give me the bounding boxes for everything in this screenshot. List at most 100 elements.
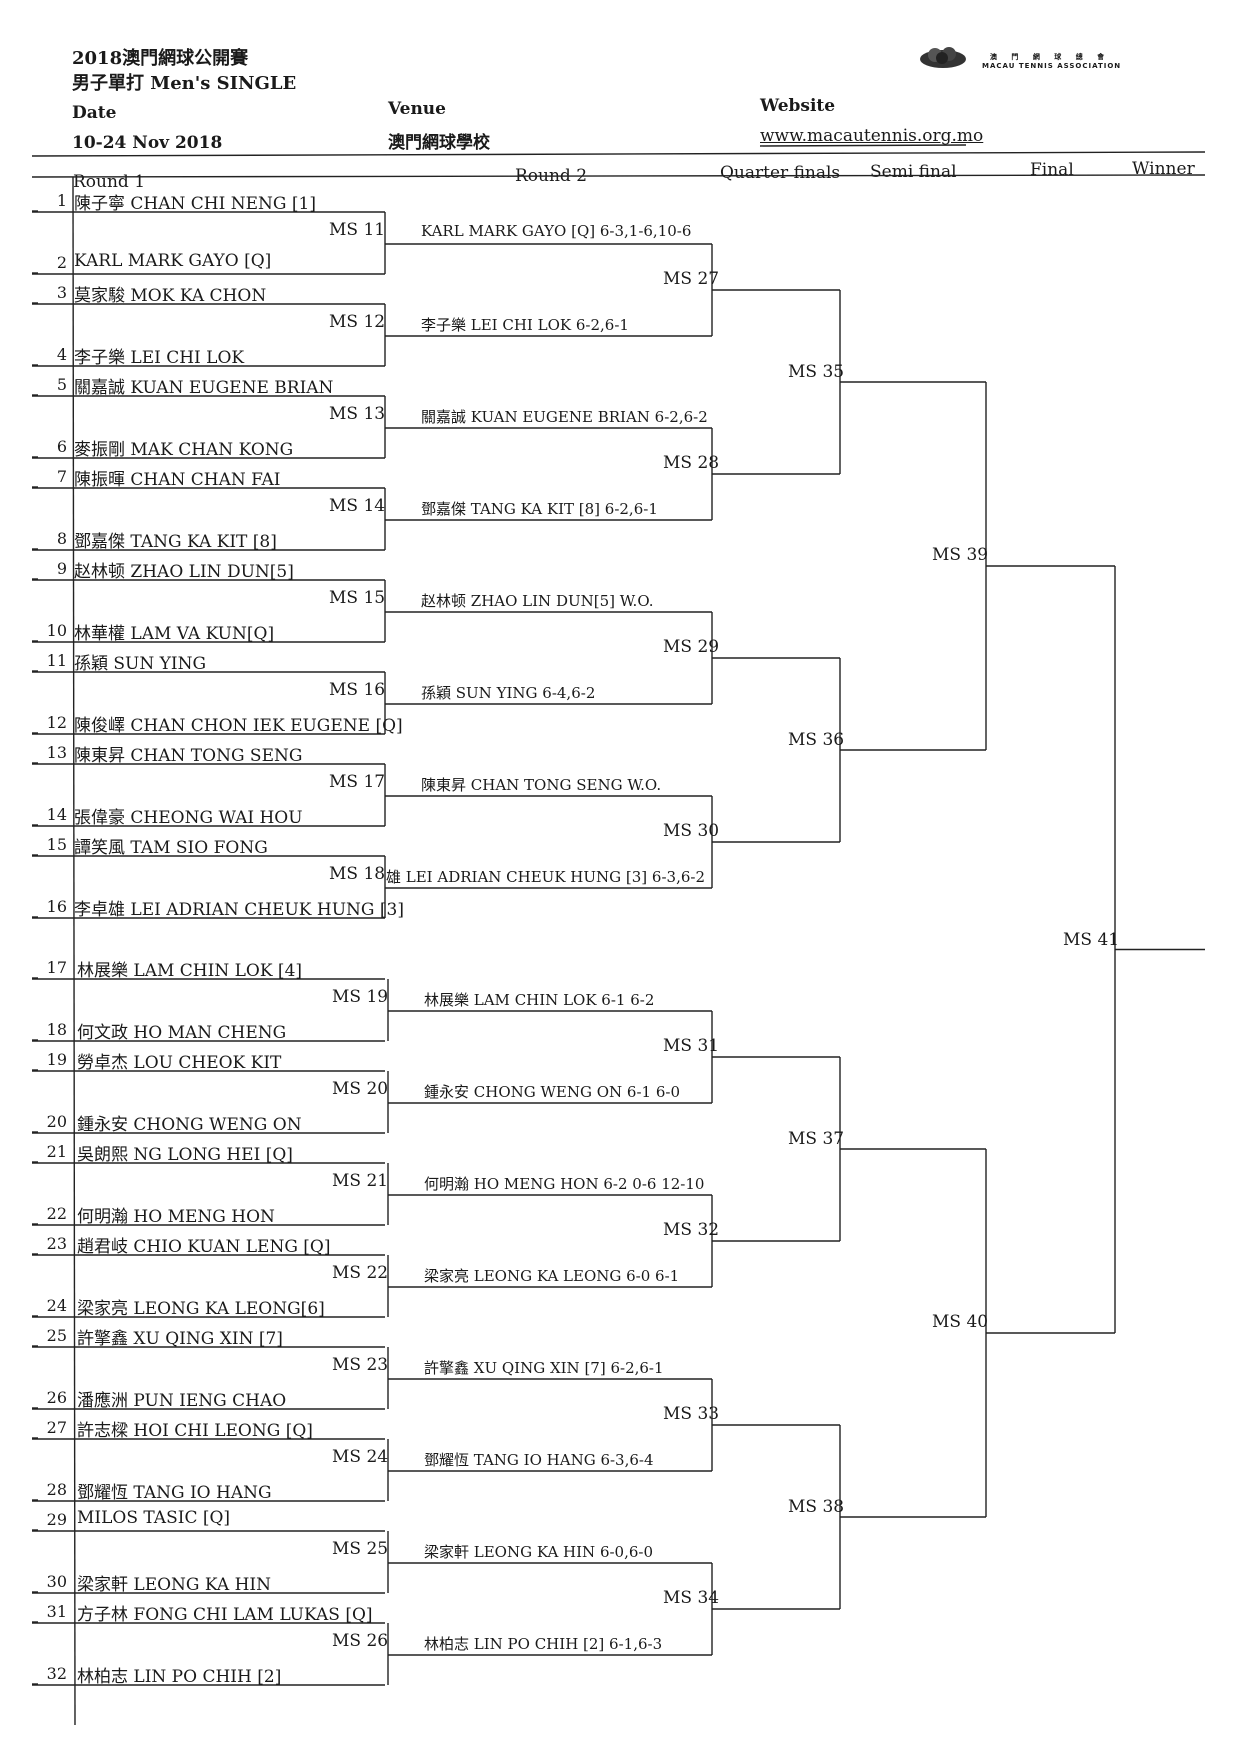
header-divider — [31, 151, 1206, 157]
player-name: 李子樂 LEI CHI LOK — [74, 348, 245, 368]
player-name: 莫家駿 MOK KA CHON — [74, 286, 267, 306]
quarter-match-id: MS 38 — [788, 1497, 845, 1517]
player-number: 29 — [46, 1510, 67, 1529]
quarter-match-id: MS 35 — [788, 362, 845, 382]
round1-match-id: MS 14 — [329, 496, 386, 516]
round2-match-id: MS 27 — [663, 269, 720, 289]
round1-match-id: MS 25 — [332, 1539, 389, 1559]
player-number: 28 — [46, 1480, 67, 1499]
player-name: 許志樑 HOI CHI LEONG [Q] — [77, 1421, 313, 1441]
player-name: 何文政 HO MAN CHENG — [77, 1023, 287, 1043]
player-name: 林柏志 LIN PO CHIH [2] — [77, 1667, 282, 1687]
round1-winner: 鄧嘉傑 TANG KA KIT [8] 6-2,6-1 — [421, 500, 658, 518]
player-number: 5 — [56, 375, 67, 394]
round1-match-id: MS 16 — [329, 680, 386, 700]
logo-chinese-text: 澳 門 網 球 總 會 — [990, 53, 1111, 61]
event-title: 男子單打 Men's SINGLE — [72, 73, 297, 94]
website-underline — [759, 144, 967, 147]
player-number: 19 — [46, 1050, 67, 1069]
player-name: 孫穎 SUN YING — [74, 654, 207, 674]
round1-winner: 雄 LEI ADRIAN CHEUK HUNG [3] 6-3,6-2 — [386, 868, 705, 886]
player-name: 吳朗熙 NG LONG HEI [Q] — [77, 1145, 293, 1165]
round1-match-id: MS 26 — [332, 1631, 389, 1651]
round1-match-id: MS 20 — [332, 1079, 389, 1099]
player-number: 12 — [46, 713, 67, 732]
quarter-match-id: MS 37 — [788, 1129, 845, 1149]
left-margin-line — [72, 176, 76, 1726]
round1-winner: 陳東昇 CHAN TONG SENG W.O. — [421, 776, 662, 794]
round1-winner: 許擎鑫 XU QING XIN [7] 6-2,6-1 — [424, 1359, 664, 1377]
round1-winner: 何明瀚 HO MENG HON 6-2 0-6 12-10 — [424, 1175, 705, 1193]
player-number: 16 — [46, 897, 67, 916]
player-name: 麥振剛 MAK CHAN KONG — [74, 440, 294, 460]
round1-winner: 鍾永安 CHONG WENG ON 6-1 6-0 — [424, 1083, 681, 1101]
player-number: 18 — [46, 1020, 67, 1039]
player-number: 25 — [46, 1326, 67, 1345]
player-number: 13 — [46, 743, 67, 762]
player-number: 7 — [56, 467, 67, 486]
player-number: 17 — [46, 958, 67, 977]
player-number: 32 — [46, 1664, 67, 1683]
round1-match-id: MS 19 — [332, 987, 389, 1007]
player-number: 21 — [46, 1142, 67, 1161]
round1-winner: 李子樂 LEI CHI LOK 6-2,6-1 — [421, 316, 629, 334]
round1-match-id: MS 17 — [329, 772, 386, 792]
round2-match-id: MS 28 — [663, 453, 720, 473]
player-number: 4 — [56, 345, 67, 364]
player-name: 勞卓杰 LOU CHEOK KIT — [77, 1053, 282, 1073]
player-name: 梁家軒 LEONG KA HIN — [77, 1575, 272, 1595]
round1-winner: 林柏志 LIN PO CHIH [2] 6-1,6-3 — [424, 1635, 663, 1653]
round1-winner: 孫穎 SUN YING 6-4,6-2 — [421, 684, 596, 702]
round1-match-id: MS 11 — [329, 220, 386, 240]
player-name: 鄧嘉傑 TANG KA KIT [8] — [74, 532, 277, 552]
player-number: 9 — [56, 559, 67, 578]
player-number: 6 — [56, 437, 67, 456]
player-name: 方子林 FONG CHI LAM LUKAS [Q] — [77, 1605, 373, 1625]
round2-match-id: MS 31 — [663, 1036, 720, 1056]
round1-match-id: MS 23 — [332, 1355, 389, 1375]
tennis-balls-icon — [920, 47, 966, 68]
semi-match-id: MS 40 — [932, 1312, 989, 1332]
logo-english-text: MACAU TENNIS ASSOCIATION — [982, 62, 1122, 70]
date-value: 10-24 Nov 2018 — [72, 133, 223, 153]
round1-match-id: MS 15 — [329, 588, 386, 608]
player-name: MILOS TASIC [Q] — [77, 1508, 231, 1528]
player-number: 26 — [46, 1388, 67, 1407]
round1-winner: 關嘉誠 KUAN EUGENE BRIAN 6-2,6-2 — [421, 408, 708, 426]
semi-match-id: MS 39 — [932, 545, 989, 565]
round1-winner: 鄧耀恆 TANG IO HANG 6-3,6-4 — [424, 1451, 654, 1469]
website-link[interactable]: www.macautennis.org.mo — [760, 126, 984, 146]
player-number: 24 — [46, 1296, 67, 1315]
round2-match-id: MS 34 — [663, 1588, 720, 1608]
round2-match-id: MS 33 — [663, 1404, 720, 1424]
player-name: KARL MARK GAYO [Q] — [74, 251, 272, 271]
round2-match-id: MS 30 — [663, 821, 720, 841]
player-name: 關嘉誠 KUAN EUGENE BRIAN — [74, 378, 334, 398]
round-header-quarter: Quarter finals — [720, 163, 841, 183]
round2-match-id: MS 29 — [663, 637, 720, 657]
player-name: 趙君岐 CHIO KUAN LENG [Q] — [77, 1237, 331, 1257]
final-match-id: MS 41 — [1063, 929, 1120, 950]
player-number: 15 — [46, 835, 67, 854]
player-name: 赵林顿 ZHAO LIN DUN[5] — [74, 562, 294, 582]
date-label: Date — [72, 103, 117, 123]
player-number: 22 — [46, 1204, 67, 1223]
player-number: 20 — [46, 1112, 67, 1131]
player-number: 8 — [56, 529, 67, 548]
player-number: 31 — [46, 1602, 67, 1621]
player-name: 許擎鑫 XU QING XIN [7] — [77, 1329, 283, 1349]
round1-winner: KARL MARK GAYO [Q] 6-3,1-6,10-6 — [421, 222, 692, 240]
player-number: 11 — [46, 651, 67, 670]
player-name: 陳振暉 CHAN CHAN FAI — [74, 470, 281, 490]
player-name: 梁家亮 LEONG KA LEONG[6] — [77, 1299, 325, 1319]
round1-match-id: MS 18 — [329, 864, 386, 884]
player-name: 林展樂 LAM CHIN LOK [4] — [77, 961, 303, 981]
player-name: 張偉豪 CHEONG WAI HOU — [74, 808, 303, 828]
player-number: 10 — [46, 621, 67, 640]
round1-winner: 梁家亮 LEONG KA LEONG 6-0 6-1 — [424, 1267, 680, 1285]
player-number: 27 — [46, 1418, 67, 1437]
venue-label: Venue — [388, 99, 446, 119]
player-number: 14 — [46, 805, 67, 824]
player-name: 陳東昇 CHAN TONG SENG — [74, 746, 303, 766]
player-name: 譚笑風 TAM SIO FONG — [74, 838, 268, 858]
